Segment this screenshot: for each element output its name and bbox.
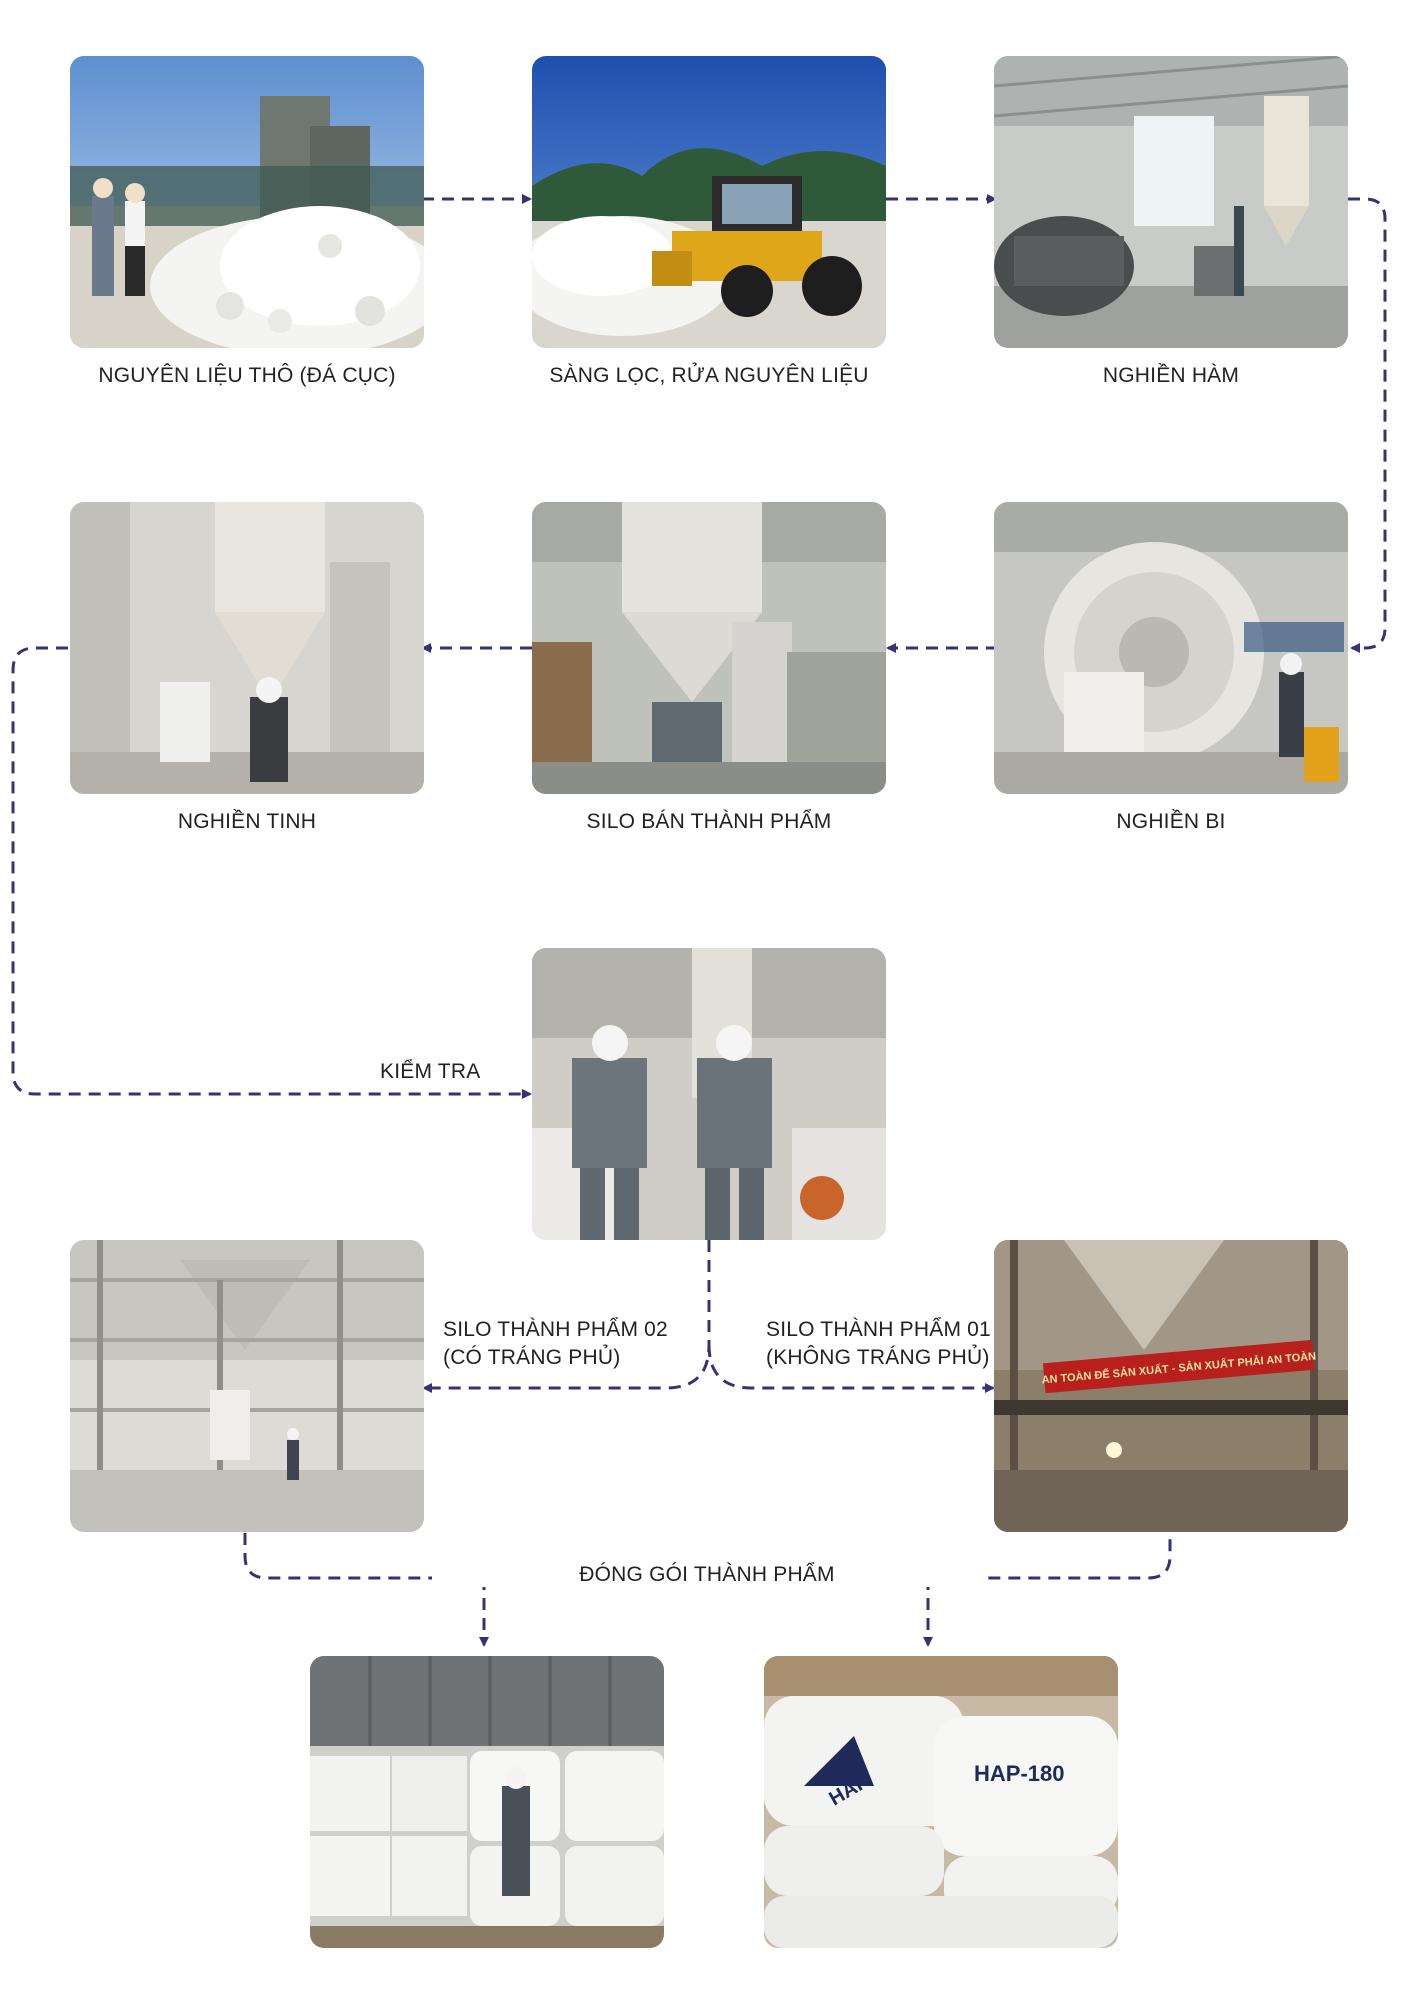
label-packing: ĐÓNG GÓI THÀNH PHẨM [432, 1563, 982, 1587]
label-silo-02-line2: (CÓ TRÁNG PHỦ) [443, 1346, 621, 1369]
arrow-jaw-to-ball [1348, 197, 1387, 653]
photo-screening [532, 56, 886, 348]
label-silo-01: SILO THÀNH PHẨM 01 (KHÔNG TRÁNG PHỦ) [766, 1316, 991, 1372]
arrow-pack-bar [243, 1533, 1172, 1580]
arrow-inspect-to-silo01 [707, 1344, 995, 1393]
label-ball-mill: NGHIỀN BI [1116, 810, 1226, 833]
label-silo-02-line1: SILO THÀNH PHẨM 02 [443, 1318, 668, 1341]
photo-bag-code: HAP-180 [974, 1761, 1064, 1786]
label-silo-02: SILO THÀNH PHẨM 02 (CÓ TRÁNG PHỦ) [443, 1316, 668, 1372]
label-silo-01-line2: (KHÔNG TRÁNG PHỦ) [766, 1346, 990, 1369]
photo-silo-02 [70, 1240, 424, 1532]
photo-packing-jumbo [310, 1656, 664, 1948]
photo-semi-finished-silo [532, 502, 886, 794]
photo-packing-bags: HAP HAP-180 [764, 1656, 1118, 1948]
photo-inspection [532, 948, 886, 1240]
label-jaw-crusher: NGHIỀN HÀM [1102, 364, 1240, 387]
arrow-fine-to-inspect [11, 646, 532, 1099]
label-semi-finished-silo: SILO BÁN THÀNH PHẨM [586, 810, 832, 833]
label-screening: SÀNG LỌC, RỬA NGUYÊN LIỆU [549, 364, 869, 387]
photo-silo-01: AN TOÀN ĐỂ SẢN XUẤT - SẢN XUẤT PHẢI AN T… [994, 1240, 1348, 1532]
label-raw-material: NGUYÊN LIỆU THÔ (ĐÁ CỤC) [98, 364, 396, 387]
photo-ball-mill [994, 502, 1348, 794]
label-silo-01-line1: SILO THÀNH PHẨM 01 [766, 1318, 991, 1341]
label-inspection: KIỂM TRA [380, 1060, 481, 1083]
photo-jaw-crusher [994, 56, 1348, 348]
photo-raw-material [70, 56, 424, 348]
label-fine-grinding: NGHIỀN TINH [177, 810, 317, 833]
photo-fine-grinding [70, 502, 424, 794]
